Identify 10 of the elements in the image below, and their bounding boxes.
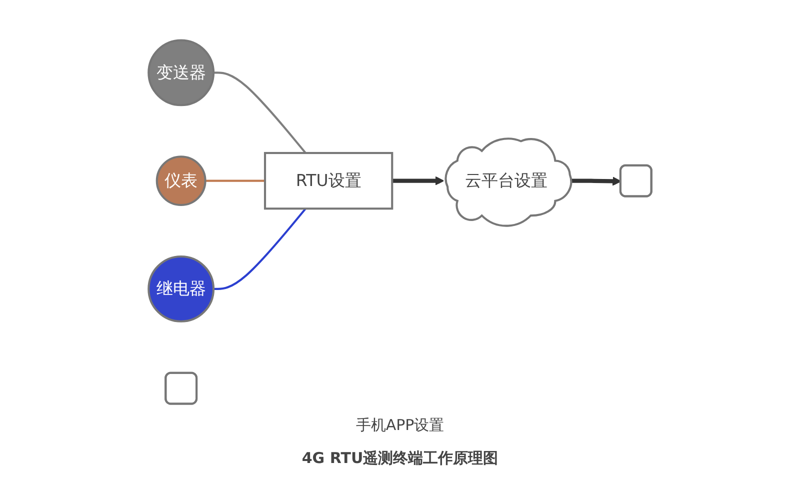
node-circle: 继电器: [148, 255, 215, 322]
caption: 4G RTU遥测终端工作原理图: [302, 449, 498, 468]
node-circle: 变送器: [148, 39, 215, 106]
phone-caption: 手机APP设置: [356, 416, 444, 435]
node-circle: 仪表: [156, 156, 206, 206]
node-box: RTU设置: [264, 152, 394, 210]
connector: [214, 72, 306, 154]
arrow: [392, 176, 444, 186]
connector: [214, 208, 306, 290]
connector: [205, 180, 265, 182]
